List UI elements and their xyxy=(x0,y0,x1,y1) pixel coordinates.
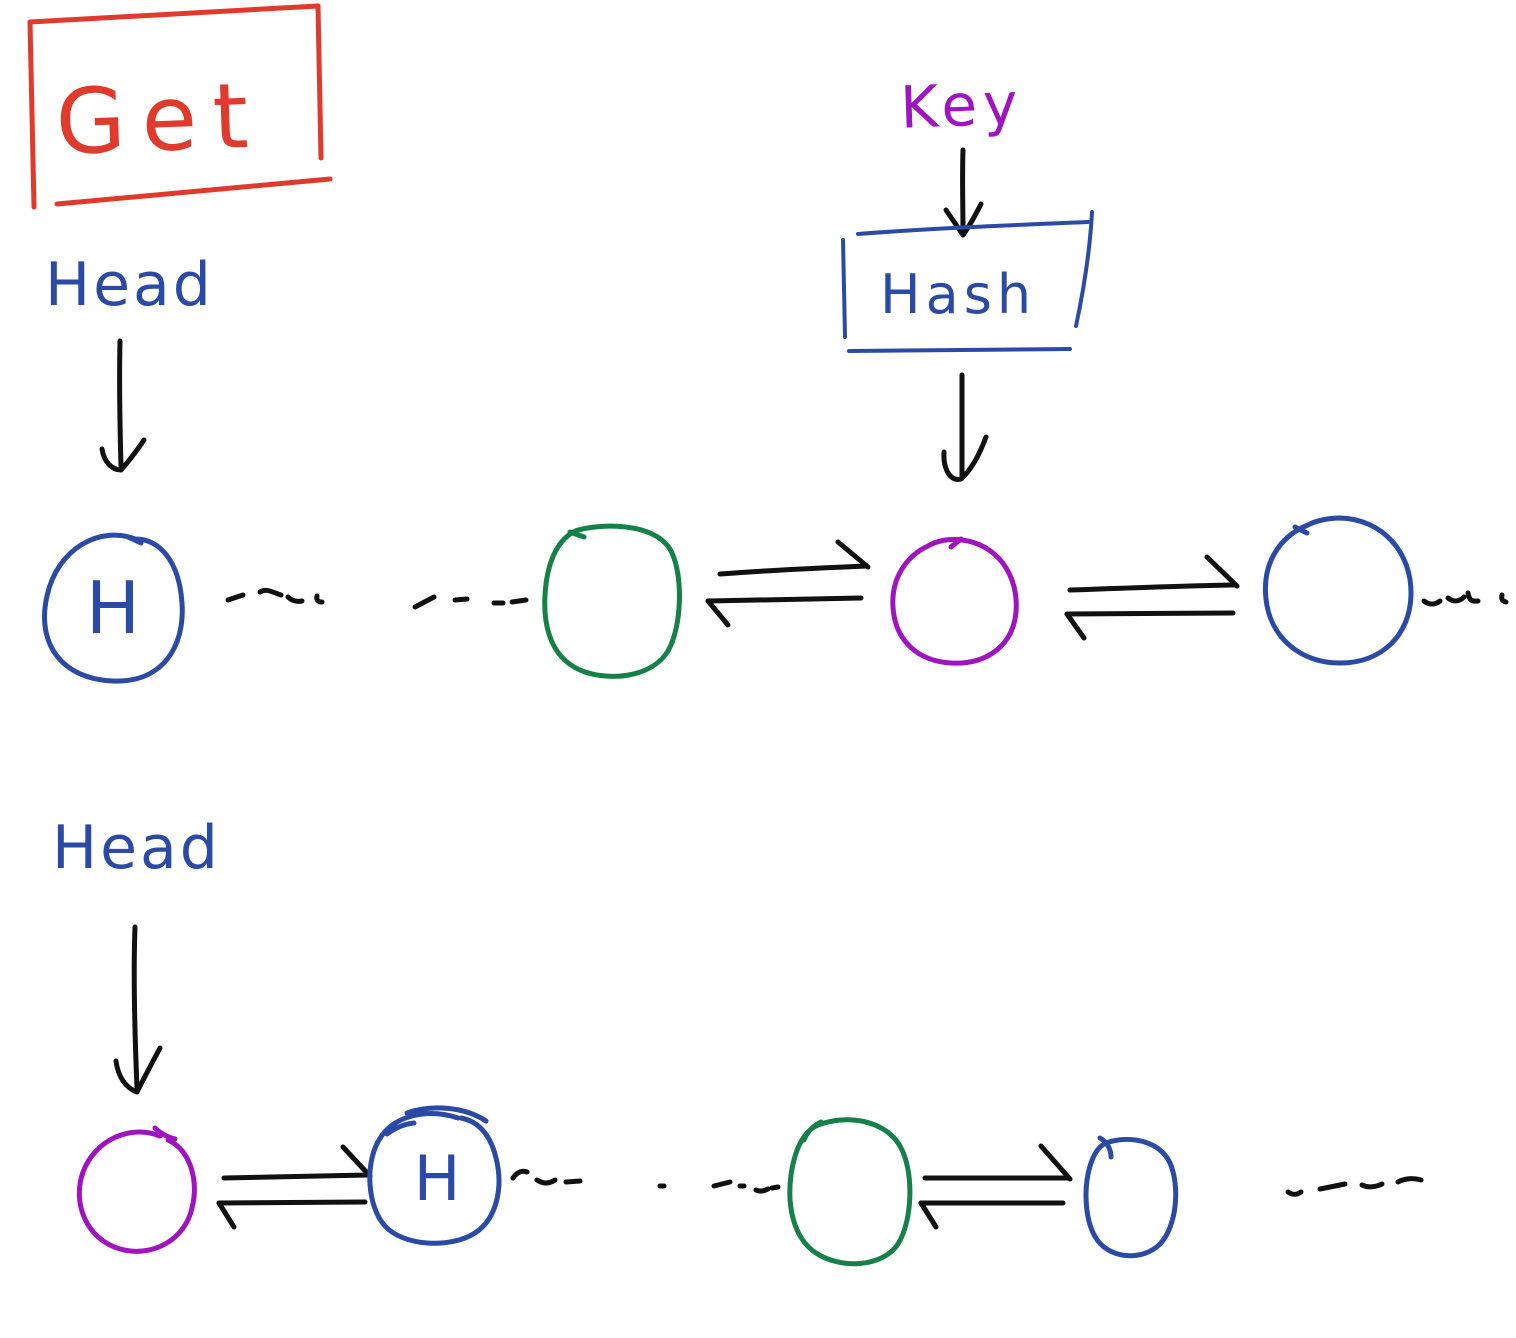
dash-mark xyxy=(1499,592,1509,605)
key-to-hash-arrow xyxy=(943,147,984,238)
node-next xyxy=(1262,515,1414,666)
dash-mark xyxy=(1359,1181,1385,1190)
dash-mark xyxy=(1421,598,1443,607)
arrow-shaft xyxy=(117,338,124,469)
node-circle xyxy=(787,1117,913,1267)
node-circle xyxy=(542,523,682,679)
hash-label: Hash xyxy=(880,263,1036,326)
node-circle xyxy=(42,532,185,684)
dash-mark xyxy=(257,587,284,598)
forward-arrow-line xyxy=(221,1172,371,1181)
node-circle xyxy=(1083,1135,1179,1259)
list-after: Head H xyxy=(52,813,1424,1267)
double-link-arrow xyxy=(216,1144,373,1230)
forward-arrow-head xyxy=(340,1144,373,1179)
arrow-head xyxy=(941,434,989,482)
backward-arrow-line xyxy=(705,595,864,604)
node-prev xyxy=(787,1117,913,1267)
head-pointer-label: Head xyxy=(52,813,221,883)
dash-mark xyxy=(563,1178,583,1185)
hash-box-right-edge xyxy=(1074,210,1094,328)
backward-arrow-head xyxy=(1064,611,1087,641)
list-before: Head H xyxy=(42,250,1509,684)
dash-mark xyxy=(753,1186,771,1194)
hash-box-left-edge xyxy=(841,238,847,339)
forward-arrow-head xyxy=(1038,1143,1073,1182)
get-box-top-edge xyxy=(27,3,321,25)
dash-mark xyxy=(225,592,246,603)
node-head: H xyxy=(367,1105,502,1246)
node-circle xyxy=(1262,515,1414,666)
dash-mark xyxy=(509,597,529,605)
hash-to-node-arrow xyxy=(941,372,989,482)
head-pointer-label: Head xyxy=(45,250,214,320)
forward-arrow-head xyxy=(835,539,871,570)
head-pointer-arrow xyxy=(113,924,163,1095)
forward-arrow-line xyxy=(1067,582,1237,593)
backward-arrow-line xyxy=(1064,610,1236,617)
dash-mark xyxy=(1317,1181,1348,1192)
dash-mark xyxy=(452,596,470,603)
get-title-box: Get xyxy=(27,3,333,210)
node-head: H xyxy=(42,532,185,684)
node-target xyxy=(76,1125,197,1254)
dash-mark xyxy=(1465,590,1481,604)
dash-mark xyxy=(534,1177,558,1186)
key-label: Key xyxy=(899,69,1024,141)
dash-mark xyxy=(769,1184,781,1191)
forward-arrow-head xyxy=(1204,554,1240,589)
node-next xyxy=(1083,1135,1179,1259)
forward-arrow-line xyxy=(717,563,869,577)
hash-box: Hash xyxy=(841,210,1094,353)
node-label: H xyxy=(414,1142,461,1215)
backward-arrow-head xyxy=(216,1200,237,1230)
node-circle xyxy=(890,536,1019,666)
dash-mark xyxy=(285,594,305,604)
get-box-left-edge xyxy=(27,19,37,210)
get-label: Get xyxy=(54,63,266,175)
hash-box-bottom-edge xyxy=(847,347,1072,353)
double-link-arrow xyxy=(918,1143,1073,1230)
arrow-shaft xyxy=(131,924,140,1091)
double-link-arrow xyxy=(1064,554,1240,641)
arrow-head xyxy=(113,1045,163,1095)
dash-mark xyxy=(314,593,325,605)
get-box-bottom-edge xyxy=(54,176,333,207)
dashed-link-marks xyxy=(1285,1176,1424,1197)
dash-mark xyxy=(1445,594,1467,604)
get-box-right-edge xyxy=(315,3,324,161)
dash-mark xyxy=(510,1168,530,1181)
hash-flow: Key Hash xyxy=(841,69,1094,482)
double-link-arrow xyxy=(705,539,871,628)
hash-box-top-edge xyxy=(856,220,1090,236)
arrow-head xyxy=(99,437,147,473)
dashed-link-marks xyxy=(1421,590,1509,607)
dash-mark xyxy=(1395,1176,1424,1185)
node-circle xyxy=(367,1105,502,1246)
dashed-link-marks xyxy=(510,1168,781,1194)
dash-mark xyxy=(711,1179,733,1189)
node-target xyxy=(890,536,1019,666)
dashed-link-marks xyxy=(225,587,529,610)
arrow-head xyxy=(943,201,984,238)
node-prev xyxy=(542,523,682,679)
node-circle xyxy=(76,1125,197,1254)
dash-mark xyxy=(1285,1189,1304,1197)
backward-arrow-head xyxy=(918,1200,939,1230)
backward-arrow-head xyxy=(705,598,731,628)
dash-mark xyxy=(412,594,437,610)
backward-arrow-line xyxy=(216,1199,368,1206)
head-pointer-arrow xyxy=(99,338,147,473)
node-label: H xyxy=(86,566,140,650)
